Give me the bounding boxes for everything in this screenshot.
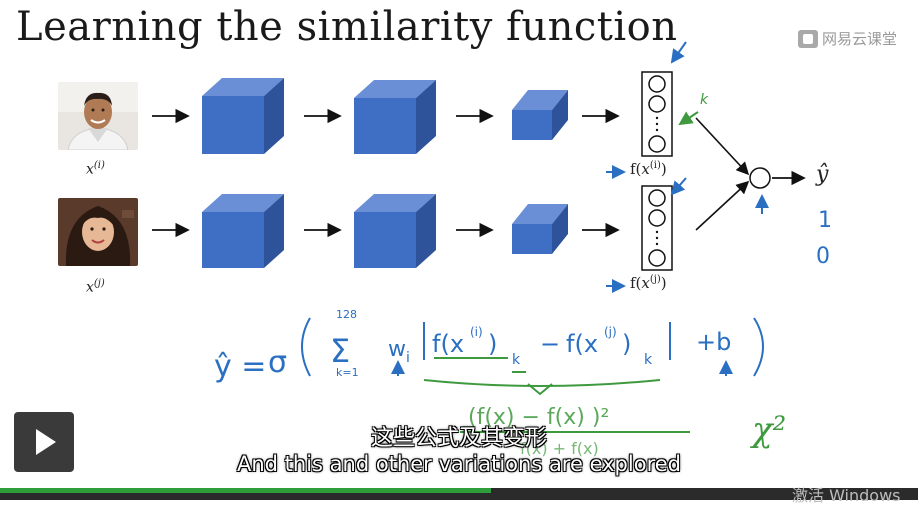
svg-text:f(x: f(x — [432, 330, 464, 358]
annotation-sum-upper: 128 — [336, 308, 357, 321]
conv-layer-cube — [354, 194, 436, 268]
arrow-icon — [696, 182, 748, 230]
svg-text:(i): (i) — [470, 325, 483, 339]
subtitle-english: And this and other variations are explor… — [0, 452, 918, 476]
svg-text:i: i — [406, 350, 410, 366]
arrow-icon — [696, 118, 748, 174]
activation-watermark: 激活 Windows — [792, 482, 901, 506]
handwritten-arrow-icon — [672, 42, 686, 62]
svg-text:w: w — [388, 337, 406, 362]
conv-layer-cube — [512, 204, 568, 254]
svg-text:ŷ =: ŷ = — [214, 349, 266, 384]
conv-layer-cube — [512, 90, 568, 140]
feature-vector-top — [642, 72, 672, 156]
svg-text:): ) — [488, 330, 497, 358]
feature-label-top: f(x(i)) — [630, 160, 667, 178]
annotation-k: k — [700, 92, 708, 108]
annotation-output-one: 1 — [818, 208, 832, 233]
svg-text:−: − — [540, 330, 560, 358]
svg-text:(j): (j) — [604, 325, 617, 339]
annotation-output-zero: 0 — [816, 244, 830, 269]
svg-text:f(x: f(x — [566, 330, 598, 358]
conv-layer-cube — [202, 194, 284, 268]
svg-text:k: k — [644, 352, 653, 368]
svg-text:): ) — [622, 330, 631, 358]
svg-text:σ: σ — [268, 345, 287, 380]
handwritten-arrow-icon — [672, 178, 686, 194]
annotation-sum-lower: k=1 — [336, 366, 359, 379]
svg-text:Σ: Σ — [330, 332, 350, 370]
progress-bar-fill — [0, 488, 491, 493]
svg-text:k: k — [512, 352, 521, 368]
feature-vector-bottom — [642, 186, 672, 270]
output-label: ŷ — [816, 162, 828, 187]
progress-bar[interactable] — [0, 488, 918, 500]
subtitle-chinese: 这些公式及其变形 — [0, 420, 918, 452]
conv-layer-cube — [202, 78, 284, 154]
handwritten-arrow-icon — [680, 112, 698, 124]
feature-label-bottom: f(x(j)) — [630, 274, 667, 292]
conv-layer-cube — [354, 80, 436, 154]
svg-text:+b: +b — [696, 328, 731, 356]
output-unit — [750, 168, 770, 188]
